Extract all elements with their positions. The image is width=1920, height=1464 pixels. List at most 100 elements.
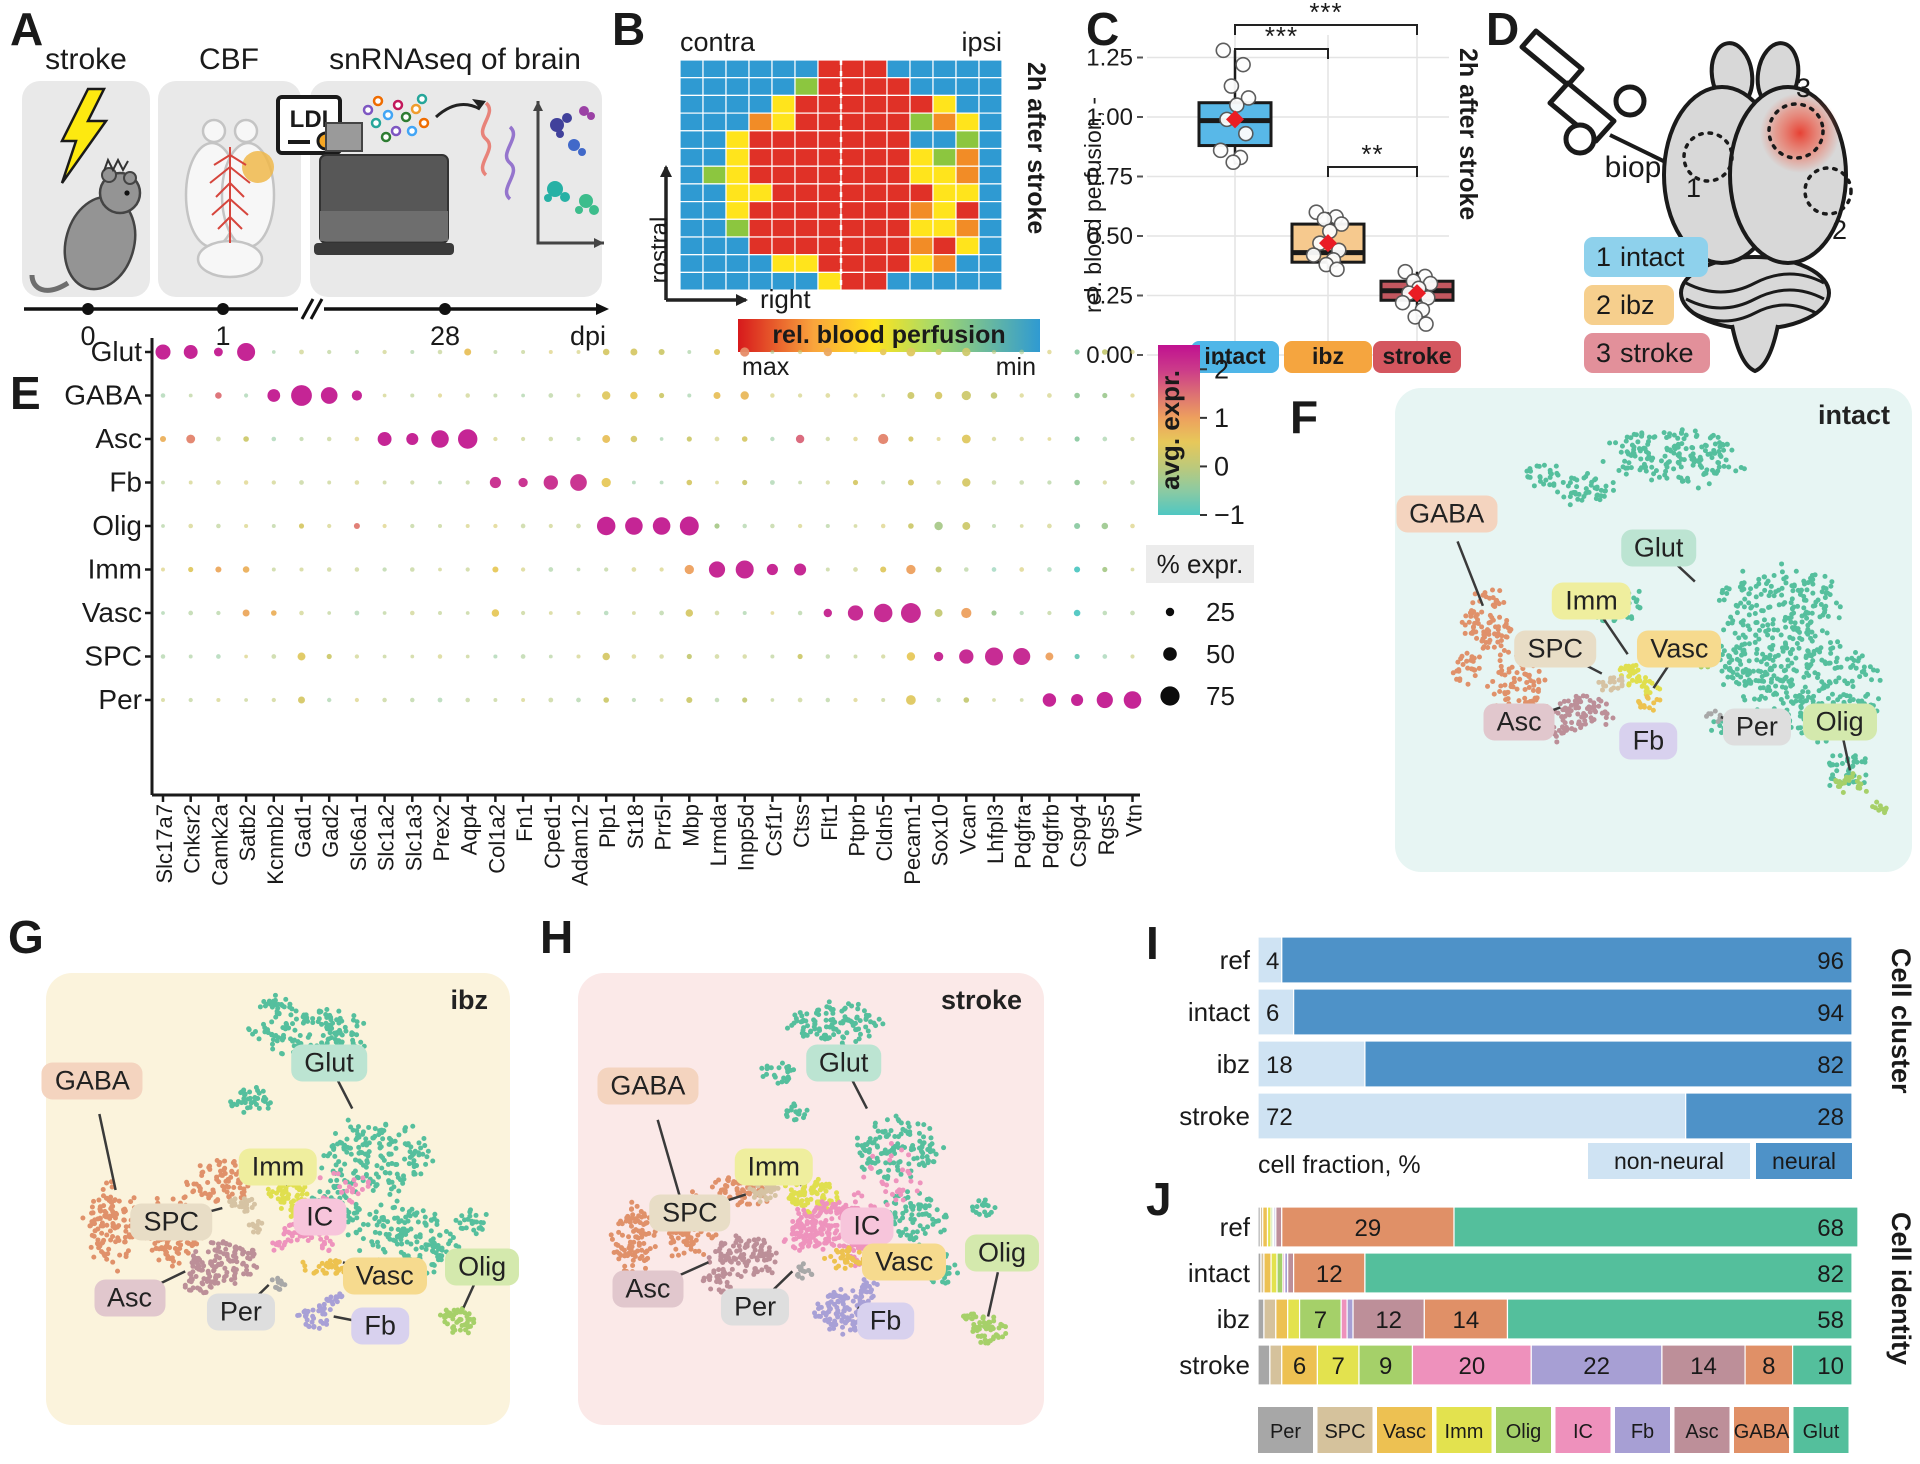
panel-h-label: H xyxy=(540,911,574,963)
dotplot-gene-label: Cspg4 xyxy=(1066,804,1091,868)
cluster-label-Glut: Glut xyxy=(805,1044,882,1082)
cluster-label-Imm: Imm xyxy=(1552,582,1631,620)
expr-tick: 1 xyxy=(1214,403,1229,433)
dotplot-gene-label: Csf1r xyxy=(761,804,786,857)
bar-row-label: ref xyxy=(1220,1212,1251,1242)
cluster-label-Asc: Asc xyxy=(94,1279,166,1317)
dotplot-gene-label: Slc1a3 xyxy=(401,804,426,871)
svg-text:ibz: ibz xyxy=(1312,343,1344,369)
label-line xyxy=(98,1113,117,1191)
brain-site-3: 3 xyxy=(1796,73,1811,103)
mouse-icon xyxy=(29,157,142,293)
bar-row-label: ref xyxy=(1220,945,1251,975)
panel-c-label: C xyxy=(1086,3,1120,55)
dotplot-row-label: Vasc xyxy=(82,597,142,628)
cluster-label-GABA: GABA xyxy=(597,1067,699,1105)
dotplot-gene-label: Prex2 xyxy=(429,804,454,861)
dotplot-gene-label: Cldn5 xyxy=(872,804,897,861)
cluster-label-Olig: Olig xyxy=(965,1234,1040,1272)
brain-top-icon: 1 3 2 xyxy=(1662,41,1853,374)
label-line xyxy=(1601,616,1629,655)
cluster-SPC xyxy=(227,1196,265,1235)
cluster-label-Per: Per xyxy=(206,1293,275,1331)
sig-label: *** xyxy=(1309,0,1342,27)
timeline-tick-1: 1 xyxy=(215,321,230,351)
brain-cbf-icon: LDI xyxy=(184,95,342,279)
step-label-snrnaseq: snRNAseq of brain xyxy=(329,43,581,76)
dotplot-row-label: Per xyxy=(98,684,142,715)
sig-bracket xyxy=(1327,166,1418,177)
panel-d-label: D xyxy=(1486,3,1520,55)
bar-row-label: intact xyxy=(1188,997,1251,1027)
dotplot-gene-label: Prr5l xyxy=(651,804,676,850)
dotplot-gene-label: Vcan xyxy=(955,804,980,854)
dotplot-gene-label: Ctss xyxy=(789,804,814,848)
heatmap-grid xyxy=(679,59,1003,291)
c-ytick: 0.00 xyxy=(1086,342,1133,369)
c-ytick: 0.50 xyxy=(1086,223,1133,250)
dotplot-gene-label: Cnksr2 xyxy=(180,804,205,874)
cluster-label-IC: IC xyxy=(840,1207,894,1245)
dotplot-row-label: Fb xyxy=(109,467,142,498)
dotplot-gene-label: Adam12 xyxy=(568,804,593,886)
dotplot-gene-label: Flt1 xyxy=(817,804,842,841)
cluster-label-GABA: GABA xyxy=(41,1062,143,1100)
expr-colorbar-label: avg. expr. xyxy=(1155,370,1185,490)
rna-strands-icon xyxy=(480,101,516,201)
panel-a-illustration: stroke CBF snRNAseq of brain LDI xyxy=(22,43,609,351)
dotplot-gene-label: Lhfpl3 xyxy=(983,804,1008,864)
label-line xyxy=(1841,736,1852,771)
contra-label: contra xyxy=(680,27,756,57)
step-label-stroke: stroke xyxy=(45,43,127,76)
panel-j-label: J xyxy=(1146,1173,1172,1225)
b-axes xyxy=(664,167,746,302)
pct-legend-label: % expr. xyxy=(1157,549,1244,579)
pct-tick: 25 xyxy=(1206,597,1235,627)
cluster-label-Imm: Imm xyxy=(238,1148,318,1186)
dotplot-gene-label: Slc6a1 xyxy=(346,804,371,871)
cluster-label-Olig: Olig xyxy=(1802,703,1877,741)
pct-tick: 75 xyxy=(1206,681,1235,711)
expr-tick: 2 xyxy=(1214,354,1229,384)
panel-g-label: G xyxy=(8,911,44,963)
dotplot-gene-label: Fn1 xyxy=(512,804,537,842)
cluster-Per xyxy=(794,1261,815,1281)
dotplot-gene-label: Slc1a2 xyxy=(374,804,399,871)
dotplot-gene-label: Pdgfrb xyxy=(1038,804,1063,869)
cluster-Fb xyxy=(295,1291,345,1331)
label-line xyxy=(986,1271,1000,1317)
legend-1-num: 1 xyxy=(1596,242,1611,272)
sig-bracket xyxy=(1234,24,1418,35)
rostral-label: rostral xyxy=(646,217,673,284)
label-line xyxy=(656,1119,682,1200)
legend-3-name: stroke xyxy=(1620,338,1694,368)
cluster-label-Asc: Asc xyxy=(1483,703,1555,741)
cluster-label-Fb: Fb xyxy=(1619,722,1678,760)
cluster-label-SPC: SPC xyxy=(1514,630,1597,668)
cluster-label-SPC: SPC xyxy=(649,1194,731,1232)
dotplot-gene-label: Aqp4 xyxy=(457,804,482,855)
cluster-label-Per: Per xyxy=(721,1288,790,1326)
cluster-label-Per: Per xyxy=(1722,708,1791,746)
biopsy-legend: 1 intact 2 ibz 3 stroke xyxy=(1584,237,1710,373)
dotplot-gene-label: Gad1 xyxy=(291,804,316,858)
cluster-label-GABA: GABA xyxy=(1396,495,1498,533)
nuclei-icon xyxy=(362,93,430,143)
panel-d-illustration: biopsy 1 3 2 1 intact 2 ibz xyxy=(1519,28,1853,374)
timeline-unit-dpi: dpi xyxy=(570,321,606,351)
dotplot-gene-label: Sox10 xyxy=(928,804,953,866)
legend-1-name: intact xyxy=(1620,242,1685,272)
cluster-Glut xyxy=(759,999,998,1286)
cluster-Asc xyxy=(700,1233,779,1295)
brain-site-2: 2 xyxy=(1832,215,1847,245)
brain-site-1: 1 xyxy=(1686,173,1701,203)
boxplot-stroke: stroke xyxy=(1373,263,1461,373)
dotplot-gene-label: Lrmda xyxy=(706,803,731,866)
